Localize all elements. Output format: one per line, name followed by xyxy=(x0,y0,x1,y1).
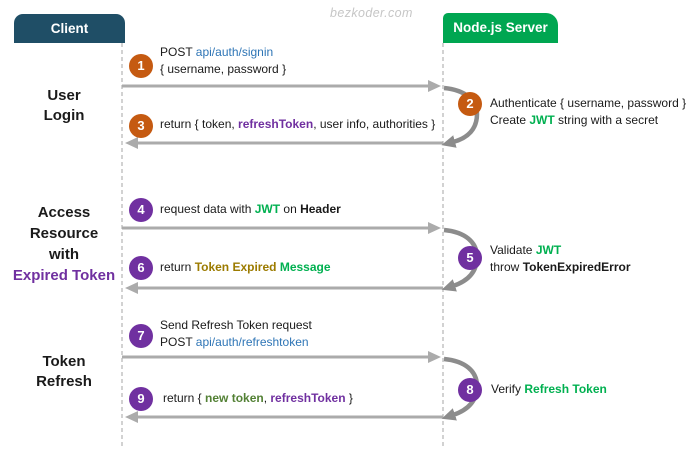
step-circle-1: 1 xyxy=(129,54,153,78)
text-segment: Authenticate { username, password } xyxy=(490,96,687,110)
message-text-7: Send Refresh Token request POST api/auth… xyxy=(160,317,312,351)
section-label-line: Expired Token xyxy=(12,267,116,284)
text-segment: } xyxy=(345,391,353,405)
step-circle-7: 7 xyxy=(129,324,153,348)
text-segment: Verify xyxy=(491,382,525,396)
step-circle-8: 8 xyxy=(458,378,482,402)
message-text-2: Authenticate { username, password } Crea… xyxy=(490,95,686,129)
section-label-token-refresh: Token Refresh xyxy=(6,352,122,392)
step-circle-5: 5 xyxy=(458,246,482,270)
refresh-token-text: refreshToken xyxy=(270,391,346,405)
self-loop-authenticate xyxy=(441,85,480,148)
header-text: Header xyxy=(300,202,341,216)
section-label-line: User xyxy=(47,87,81,104)
section-label-line: Refresh xyxy=(36,373,92,390)
jwt-text: JWT xyxy=(254,202,281,216)
message-text-1: POST api/auth/signin { username, passwor… xyxy=(160,44,286,78)
text-segment: { username, password } xyxy=(160,62,287,76)
api-path-text: api/auth/signin xyxy=(195,45,274,59)
message-text-3: return { token, refreshToken, user info,… xyxy=(160,116,435,133)
message-word-text: Message xyxy=(279,260,331,274)
section-label-line: with xyxy=(49,246,79,263)
step-circle-6: 6 xyxy=(129,256,153,280)
message-text-8: Verify Refresh Token xyxy=(491,381,607,398)
text-segment: POST xyxy=(160,45,196,59)
step-circle-4: 4 xyxy=(129,198,153,222)
refresh-token-text: Refresh Token xyxy=(524,382,607,396)
new-token-text: new token xyxy=(205,391,264,405)
message-text-9: return { new token, refreshToken } xyxy=(163,390,353,407)
client-actor-box: Client xyxy=(14,14,125,43)
text-segment: , xyxy=(263,391,271,405)
refresh-token-text: refreshToken xyxy=(238,117,314,131)
section-label-line: Login xyxy=(43,107,85,124)
message-text-4: request data with JWT on Header xyxy=(160,201,341,218)
text-segment: Create xyxy=(490,113,530,127)
step-circle-2: 2 xyxy=(458,92,482,116)
text-segment: POST xyxy=(160,335,196,349)
jwt-text: JWT xyxy=(529,113,555,127)
text-segment: Validate xyxy=(490,243,536,257)
watermark: bezkoder.com xyxy=(330,6,413,20)
message-text-5: Validate JWT throw TokenExpiredError xyxy=(490,242,631,276)
section-label-user-login: User Login xyxy=(6,86,122,126)
text-segment: , user info, authorities } xyxy=(313,117,436,131)
text-segment: return { token, xyxy=(160,117,239,131)
step-circle-3: 3 xyxy=(129,114,153,138)
jwt-text: JWT xyxy=(535,243,562,257)
api-path-text: api/auth/refreshtoken xyxy=(195,335,309,349)
text-segment: throw xyxy=(490,260,523,274)
text-segment: on xyxy=(280,202,301,216)
section-label-line: Token xyxy=(42,353,86,370)
token-expired-text: Token Expired xyxy=(194,260,277,274)
server-actor-box: Node.js Server xyxy=(443,13,558,43)
section-label-line: Access xyxy=(37,204,91,221)
text-segment: string with a secret xyxy=(554,113,659,127)
token-expired-error-text: TokenExpiredError xyxy=(522,260,631,274)
step-circle-9: 9 xyxy=(129,387,153,411)
section-label-access-resource: Access Resource with Expired Token xyxy=(6,202,122,286)
message-text-6: return Token Expired Message xyxy=(160,259,331,276)
text-segment: request data with xyxy=(160,202,255,216)
section-label-line: Resource xyxy=(29,225,99,242)
text-segment: return { xyxy=(163,391,206,405)
text-segment: return xyxy=(160,260,195,274)
text-segment: Send Refresh Token request xyxy=(160,318,312,332)
